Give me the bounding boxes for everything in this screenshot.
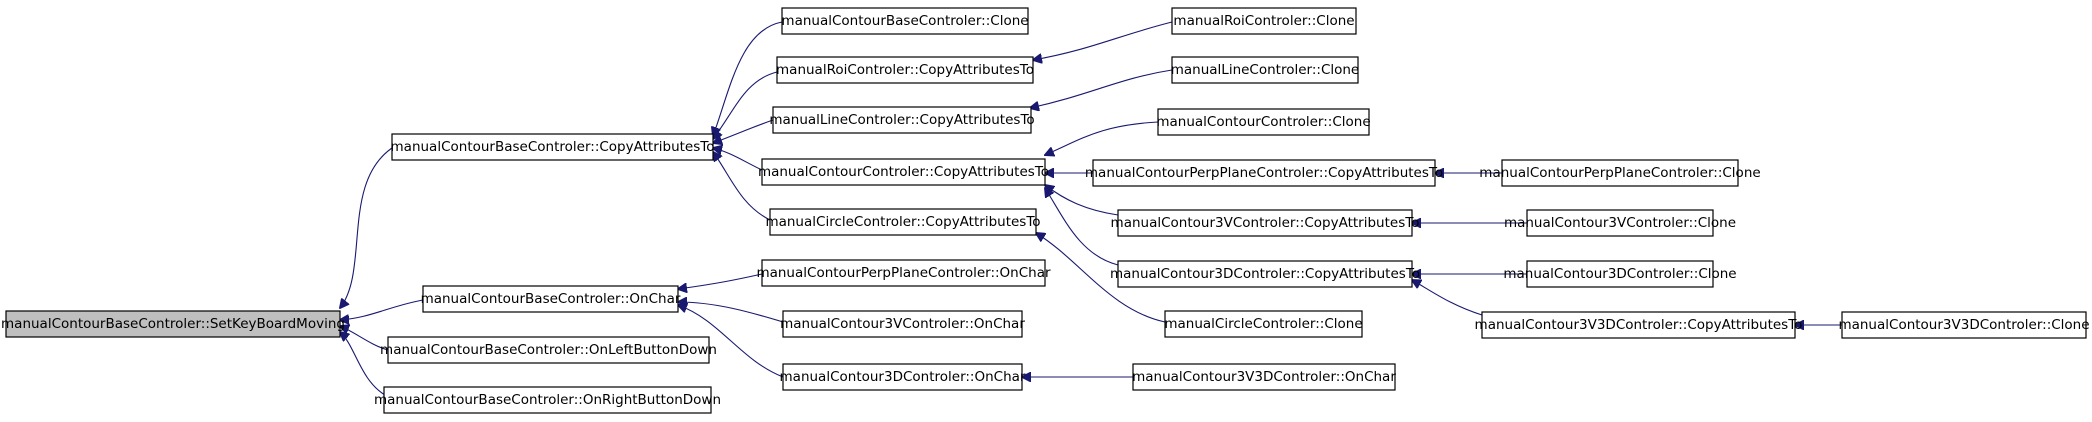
node-label: manualRoiControler::CopyAttributesTo bbox=[776, 62, 1034, 78]
node-contour-clone[interactable]: manualContourControler::Clone bbox=[1156, 108, 1371, 136]
node-label: manualContour3VControler::OnChar bbox=[780, 316, 1025, 332]
node-label: manualContourPerpPlaneControler::OnChar bbox=[756, 265, 1051, 281]
node-roi-copy[interactable]: manualRoiControler::CopyAttributesTo bbox=[776, 56, 1034, 84]
node-label: manualLineControler::CopyAttributesTo bbox=[769, 112, 1034, 128]
node-label: manualContour3VControler::Clone bbox=[1504, 215, 1736, 231]
edge-roi-clone-to-roi-copy bbox=[1033, 21, 1173, 60]
node-c3v-onchar[interactable]: manualContour3VControler::OnChar bbox=[780, 310, 1025, 338]
edge-c3v-copy-to-contour-copy bbox=[1045, 185, 1119, 216]
edge-base-onleft-to-root bbox=[340, 326, 389, 351]
node-c3d-clone[interactable]: manualContour3DControler::Clone bbox=[1503, 260, 1737, 288]
node-label: manualContourControler::Clone bbox=[1156, 114, 1370, 130]
node-line-clone[interactable]: manualLineControler::Clone bbox=[1171, 56, 1360, 84]
node-base-onright[interactable]: manualContourBaseControler::OnRightButto… bbox=[374, 386, 721, 414]
node-label: manualContourControler::CopyAttributesTo bbox=[758, 164, 1049, 180]
edge-c3v3d-copy-to-c3d-copy bbox=[1412, 280, 1483, 316]
edge-roi-copy-to-base-copy bbox=[713, 71, 778, 139]
node-label: manualContourBaseControler::SetKeyBoardM… bbox=[1, 316, 345, 332]
node-c3v-clone[interactable]: manualContour3VControler::Clone bbox=[1504, 209, 1736, 237]
edge-circle-clone-to-circle-copy bbox=[1036, 233, 1166, 323]
edge-contour-clone-to-contour-copy bbox=[1045, 121, 1159, 155]
node-base-onchar[interactable]: manualContourBaseControler::OnChar bbox=[421, 285, 681, 313]
node-base-copy[interactable]: manualContourBaseControler::CopyAttribut… bbox=[391, 133, 715, 161]
node-c3d-copy[interactable]: manualContour3DControler::CopyAttributes… bbox=[1110, 260, 1420, 288]
node-circle-clone[interactable]: manualCircleControler::Clone bbox=[1164, 310, 1363, 338]
node-roi-clone[interactable]: manualRoiControler::Clone bbox=[1171, 7, 1357, 35]
edge-circle-copy-to-base-copy bbox=[713, 152, 771, 221]
node-c3v3d-clone[interactable]: manualContour3V3DControler::Clone bbox=[1838, 311, 2090, 339]
edge-contour-copy-to-base-copy bbox=[713, 148, 763, 171]
node-perp-copy[interactable]: manualContourPerpPlaneControler::CopyAtt… bbox=[1085, 159, 1443, 187]
node-label: manualContour3V3DControler::Clone bbox=[1838, 317, 2089, 333]
node-label: manualContourBaseControler::OnRightButto… bbox=[374, 392, 721, 408]
edge-perp-onchar-to-base-onchar bbox=[678, 273, 763, 289]
node-label: manualCircleControler::CopyAttributesTo bbox=[765, 214, 1040, 230]
edge-line-clone-to-line-copy bbox=[1030, 69, 1173, 108]
node-contour-copy[interactable]: manualContourControler::CopyAttributesTo bbox=[758, 158, 1049, 186]
node-circle-copy[interactable]: manualCircleControler::CopyAttributesTo bbox=[765, 208, 1041, 236]
node-label: manualContour3V3DControler::CopyAttribut… bbox=[1475, 317, 1803, 333]
nodes: manualContourBaseControler::SetKeyBoardM… bbox=[1, 7, 2090, 414]
node-label: manualCircleControler::Clone bbox=[1164, 316, 1362, 332]
node-label: manualContour3DControler::Clone bbox=[1503, 266, 1736, 282]
node-label: manualContourBaseControler::OnChar bbox=[421, 291, 681, 307]
node-c3v3d-copy[interactable]: manualContour3V3DControler::CopyAttribut… bbox=[1475, 311, 1803, 339]
node-label: manualContour3DControler::OnChar bbox=[780, 369, 1026, 385]
node-c3d-onchar[interactable]: manualContour3DControler::OnChar bbox=[780, 363, 1026, 391]
edges bbox=[340, 21, 1843, 396]
node-perp-clone[interactable]: manualContourPerpPlaneControler::Clone bbox=[1479, 159, 1761, 187]
edge-base-onchar-to-root bbox=[340, 299, 424, 320]
node-label: manualContourBaseControler::Clone bbox=[781, 13, 1028, 29]
edge-c3v-onchar-to-base-onchar bbox=[678, 302, 784, 323]
node-root[interactable]: manualContourBaseControler::SetKeyBoardM… bbox=[1, 310, 345, 338]
node-base-onleft[interactable]: manualContourBaseControler::OnLeftButton… bbox=[380, 336, 717, 364]
node-perp-onchar[interactable]: manualContourPerpPlaneControler::OnChar bbox=[756, 259, 1051, 287]
edge-c3d-copy-to-contour-copy bbox=[1045, 188, 1119, 266]
edge-base-copy-to-root bbox=[340, 145, 396, 308]
node-line-copy[interactable]: manualLineControler::CopyAttributesTo bbox=[769, 106, 1035, 134]
node-label: manualLineControler::Clone bbox=[1171, 62, 1360, 78]
edge-line-copy-to-base-copy bbox=[713, 119, 774, 143]
edge-c3d-onchar-to-base-onchar bbox=[678, 305, 784, 378]
node-label: manualRoiControler::Clone bbox=[1173, 13, 1354, 29]
node-label: manualContourBaseControler::OnLeftButton… bbox=[380, 342, 717, 358]
node-c3v3d-onchar[interactable]: manualContour3V3DControler::OnChar bbox=[1132, 363, 1396, 391]
edge-base-clone-to-base-copy bbox=[713, 21, 783, 136]
node-c3v-copy[interactable]: manualContour3VControler::CopyAttributes… bbox=[1111, 209, 1420, 237]
node-label: manualContour3VControler::CopyAttributes… bbox=[1111, 215, 1420, 231]
node-base-clone[interactable]: manualContourBaseControler::Clone bbox=[781, 7, 1029, 35]
node-label: manualContourPerpPlaneControler::Clone bbox=[1479, 165, 1760, 181]
node-label: manualContourBaseControler::CopyAttribut… bbox=[391, 139, 715, 155]
node-label: manualContourPerpPlaneControler::CopyAtt… bbox=[1085, 165, 1443, 181]
edge-base-onright-to-root bbox=[340, 332, 386, 396]
node-label: manualContour3DControler::CopyAttributes… bbox=[1110, 266, 1420, 282]
node-label: manualContour3V3DControler::OnChar bbox=[1132, 369, 1396, 385]
